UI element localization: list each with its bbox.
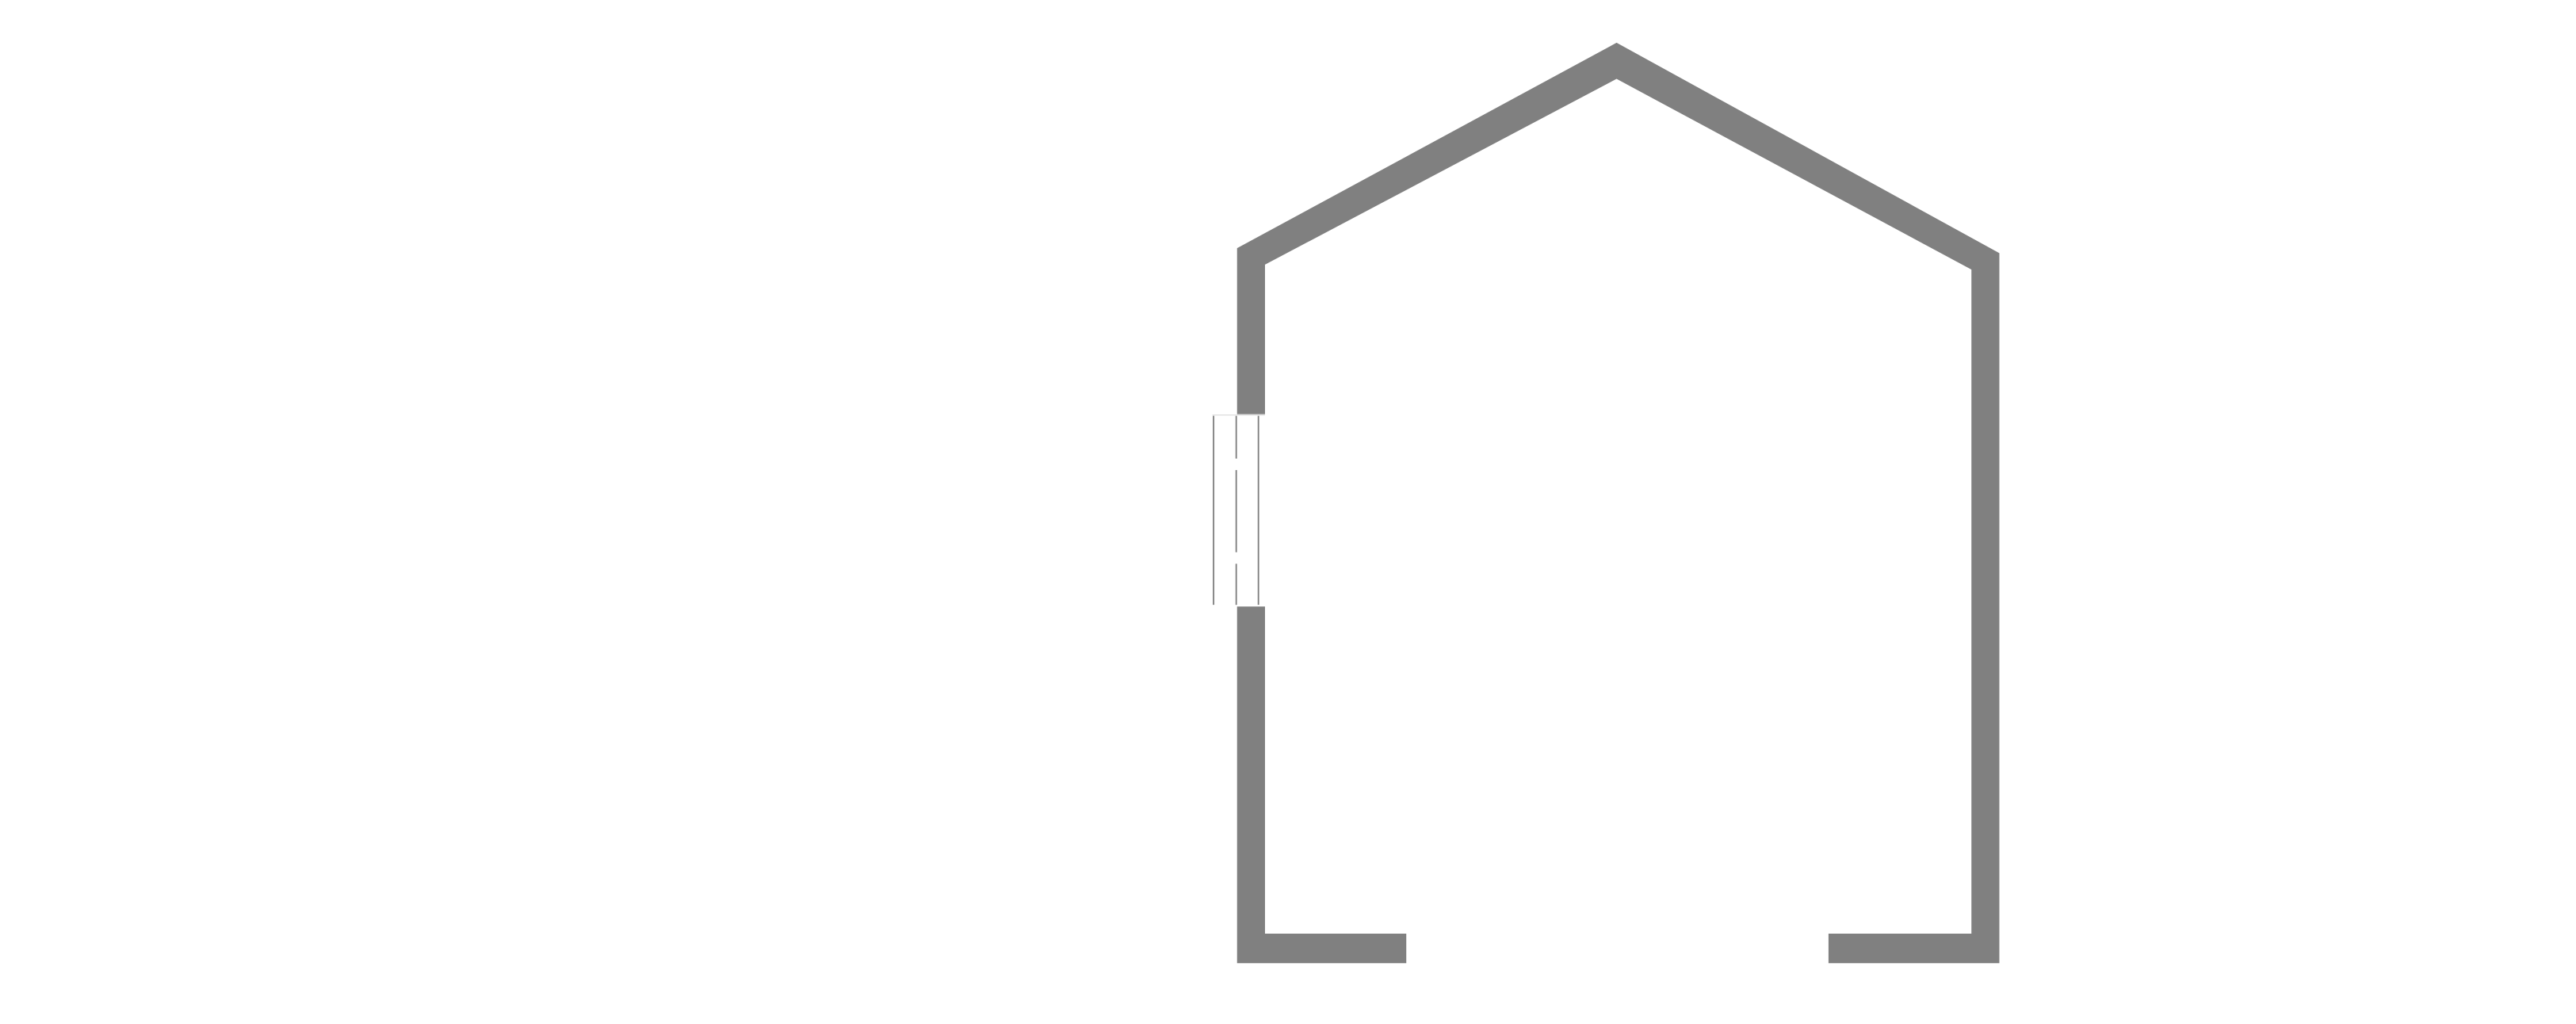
- window: [1212, 415, 1265, 606]
- walls: [1236, 42, 2000, 964]
- wall-lower-left: [1236, 606, 1407, 964]
- wall-upper: [1236, 42, 2000, 964]
